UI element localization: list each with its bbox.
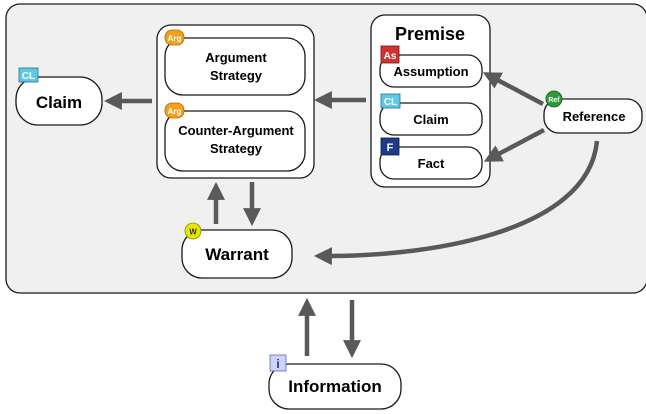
reference-node[interactable]: Reference Ref	[543, 90, 643, 134]
assumption-label: Assumption	[393, 64, 468, 79]
counter-argument-label-line2: Strategy	[210, 141, 263, 156]
information-badge-icon: i	[269, 354, 287, 372]
reference-badge-icon: Ref	[545, 90, 563, 108]
premise-claim-label: Claim	[413, 112, 448, 127]
reference-label: Reference	[563, 109, 626, 124]
counter-argument-strategy-node[interactable]: Counter-Argument Strategy Arg	[164, 102, 306, 172]
warrant-label: Warrant	[205, 245, 269, 264]
assumption-node[interactable]: Assumption As	[379, 45, 483, 88]
premise-claim-badge-icon: CL	[380, 93, 401, 109]
arrow-reference-to-fact	[483, 128, 546, 162]
argument-strategy-node[interactable]: Argument Strategy Arg	[164, 29, 306, 96]
claim-label: Claim	[36, 93, 82, 112]
warrant-badge-icon: W	[184, 222, 202, 240]
counter-argument-label-line1: Counter-Argument	[178, 123, 294, 138]
claim-node[interactable]: Claim CL	[15, 67, 103, 126]
svg-text:Arg: Arg	[168, 107, 182, 116]
svg-text:F: F	[387, 142, 394, 154]
arrow-reference-to-warrant	[313, 140, 600, 266]
argument-strategy-label-line1: Argument	[205, 50, 267, 65]
information-label: Information	[288, 377, 382, 396]
argument-badge-icon: Arg	[164, 29, 185, 46]
fact-label: Fact	[418, 156, 445, 171]
warrant-node[interactable]: Warrant W	[181, 222, 293, 279]
fact-badge-icon: F	[380, 137, 400, 156]
svg-text:Arg: Arg	[168, 34, 182, 43]
assumption-badge-icon: As	[380, 45, 400, 64]
svg-text:W: W	[189, 228, 197, 237]
svg-text:Ref: Ref	[548, 97, 560, 104]
arrow-reference-to-assumption	[482, 72, 545, 106]
svg-text:CL: CL	[22, 71, 35, 82]
claim-badge-icon: CL	[18, 67, 39, 83]
premise-title: Premise	[395, 24, 465, 44]
main-panel	[5, 3, 646, 294]
svg-text:CL: CL	[384, 97, 397, 108]
information-node[interactable]: Information i	[268, 354, 402, 410]
counter-argument-badge-icon: Arg	[164, 102, 185, 119]
svg-text:i: i	[276, 357, 279, 371]
fact-node[interactable]: Fact F	[379, 137, 483, 180]
svg-text:As: As	[384, 51, 397, 62]
premise-claim-node[interactable]: Claim CL	[379, 93, 483, 136]
argument-strategy-label-line2: Strategy	[210, 68, 263, 83]
